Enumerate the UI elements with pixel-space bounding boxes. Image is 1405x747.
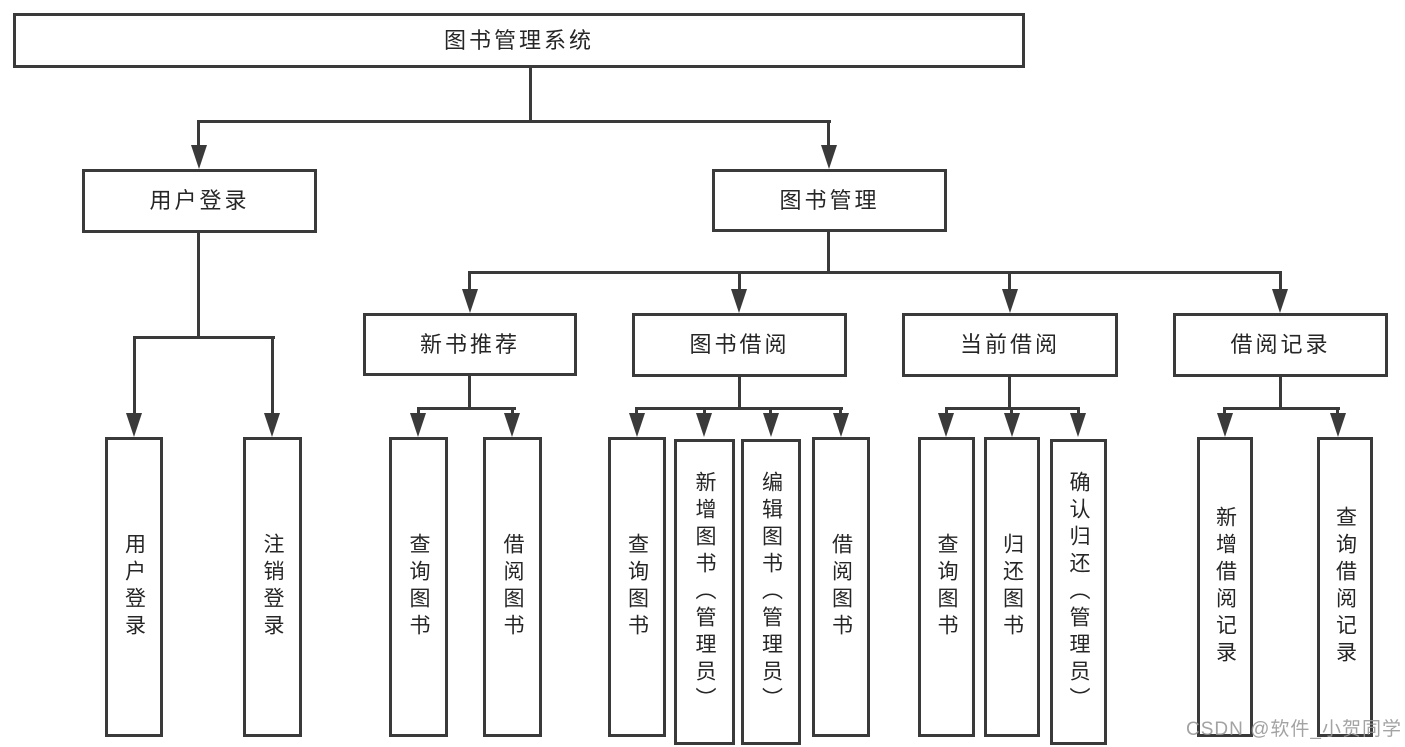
node-borrowing-records: 借阅记录 [1173,313,1388,377]
leaf-return-books: 归还图书 [984,437,1040,737]
connector-line [133,336,136,415]
connector-line [1008,377,1011,407]
leaf-confirm-return-admin: 确认归还（管理员） [1050,439,1107,745]
connector-line [635,407,638,416]
connector-line [1010,407,1013,416]
arrowhead-down-icon [1070,413,1086,437]
connector-line [417,407,516,410]
connector-line [738,377,741,407]
arrowhead-down-icon [1217,413,1233,437]
leaf-add-book-admin: 新增图书（管理员） [674,439,735,745]
arrowhead-down-icon [1004,413,1020,437]
connector-line [197,233,200,336]
arrowhead-down-icon [731,289,747,313]
leaf-query-borrow-record: 查询借阅记录 [1317,437,1373,737]
connector-line [511,407,514,416]
leaf-borrow-books-borrowing: 借阅图书 [812,437,870,737]
node-new-book-recommendation: 新书推荐 [363,313,577,376]
node-current-borrowing: 当前借阅 [902,313,1118,377]
arrowhead-down-icon [821,145,837,169]
arrowhead-down-icon [264,413,280,437]
connector-line [197,120,200,147]
connector-line [738,271,741,292]
arrowhead-down-icon [462,289,478,313]
arrowhead-down-icon [938,413,954,437]
connector-line [1077,407,1080,416]
arrowhead-down-icon [191,145,207,169]
node-user-login: 用户登录 [82,169,317,233]
connector-line [635,407,843,410]
arrowhead-down-icon [1272,289,1288,313]
arrowhead-down-icon [504,413,520,437]
arrowhead-down-icon [126,413,142,437]
connector-line [417,407,420,416]
csdn-watermark: CSDN @软件_小贺同学 [1186,719,1402,740]
connector-line [271,336,274,415]
node-library-management-system: 图书管理系统 [13,13,1025,68]
leaf-query-books-recommend: 查询图书 [389,437,448,737]
node-book-management: 图书管理 [712,169,947,232]
connector-line [1223,407,1226,416]
connector-line [1336,407,1339,416]
connector-line [703,407,706,416]
connector-line [1223,407,1340,410]
leaf-query-books-current: 查询图书 [918,437,975,737]
connector-line [468,271,471,292]
arrowhead-down-icon [1002,289,1018,313]
connector-line [468,271,1282,274]
connector-line [827,120,830,147]
leaf-logout: 注销登录 [243,437,302,737]
leaf-edit-book-admin: 编辑图书（管理员） [741,439,801,745]
connector-line [827,232,830,271]
arrowhead-down-icon [629,413,645,437]
leaf-add-borrow-record: 新增借阅记录 [1197,437,1253,737]
connector-line [945,407,948,416]
arrowhead-down-icon [833,413,849,437]
arrowhead-down-icon [763,413,779,437]
arrowhead-down-icon [410,413,426,437]
arrowhead-down-icon [1330,413,1346,437]
connector-line [133,336,275,339]
connector-line [1279,271,1282,292]
node-book-borrowing: 图书借阅 [632,313,847,377]
connector-line [839,407,842,416]
leaf-query-books-borrowing: 查询图书 [608,437,666,737]
leaf-user-login: 用户登录 [105,437,163,737]
arrowhead-down-icon [696,413,712,437]
connector-line [468,376,471,407]
connector-line [197,120,831,123]
connector-line [1279,377,1282,407]
leaf-borrow-books-recommend: 借阅图书 [483,437,542,737]
connector-line [529,68,532,120]
connector-line [1008,271,1011,292]
connector-line [769,407,772,416]
